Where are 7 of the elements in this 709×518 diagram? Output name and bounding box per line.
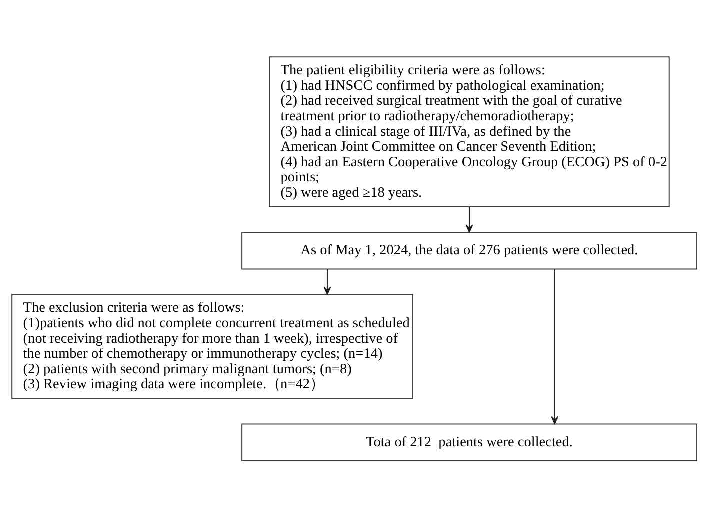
node-box: Tota of 212 patients were collected. xyxy=(242,424,698,462)
node-box: The patient eligibility criteria were as follows: (1) had HNSCC confirmed by pathological examination; (2) had received surgical treatment with the goal of curative treatment prior to radiotherapy/chemoradiotherapy; (3) had a clinical stage of III/IVa, as defined by the American Joint Committee on Cancer Seventh Edition; (4) had an Eastern Cooperative Oncology Group (ECOG) PS of 0-2 points; (5) were aged ≥18 years. xyxy=(269,56,670,208)
node-box: As of May 1, 2024, the data of 276 patients were collected. xyxy=(242,232,698,270)
node-box: The exclusion criteria were as follows: (1)patients who did not complete concurrent treatment as scheduled (not receiving radiotherapy for more than 1 week), irrespective of the number of chemotherapy or immunotherapy cycles; (n=14) (2) patients with second primary malignant tumors; (n=8) (3) Review imaging data were incomplete.（n=42） xyxy=(12,294,414,400)
arrow xyxy=(324,269,332,295)
arrow xyxy=(551,269,559,424)
arrow xyxy=(466,207,474,233)
